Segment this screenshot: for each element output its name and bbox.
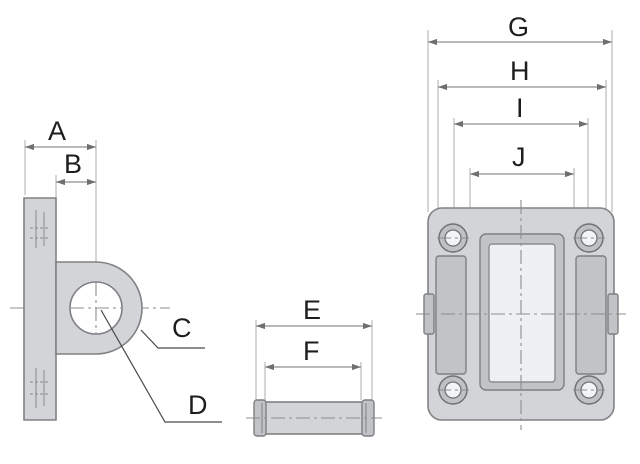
label-i: I bbox=[516, 93, 524, 123]
pin-view: E F bbox=[246, 295, 382, 437]
screw-hole-bottom-left bbox=[438, 375, 468, 405]
label-e: E bbox=[303, 295, 321, 325]
label-g: G bbox=[508, 12, 529, 42]
front-view: G H I J bbox=[416, 12, 626, 430]
left-slot bbox=[435, 255, 467, 375]
label-a: A bbox=[48, 116, 66, 146]
leader-c bbox=[140, 329, 205, 349]
label-f: F bbox=[303, 336, 320, 366]
flange-hole-marks bbox=[30, 210, 50, 408]
label-c: C bbox=[172, 313, 192, 343]
label-d: D bbox=[188, 390, 208, 420]
side-view: A B C D bbox=[10, 116, 222, 423]
label-j: J bbox=[512, 142, 526, 172]
screw-hole-bottom-right bbox=[574, 375, 604, 405]
screw-hole-top-left bbox=[438, 223, 468, 253]
center-opening bbox=[488, 243, 556, 383]
side-flange bbox=[23, 197, 57, 421]
leader-d bbox=[100, 309, 222, 423]
label-h: H bbox=[510, 56, 530, 86]
right-slot bbox=[575, 255, 607, 375]
label-b: B bbox=[64, 149, 82, 179]
